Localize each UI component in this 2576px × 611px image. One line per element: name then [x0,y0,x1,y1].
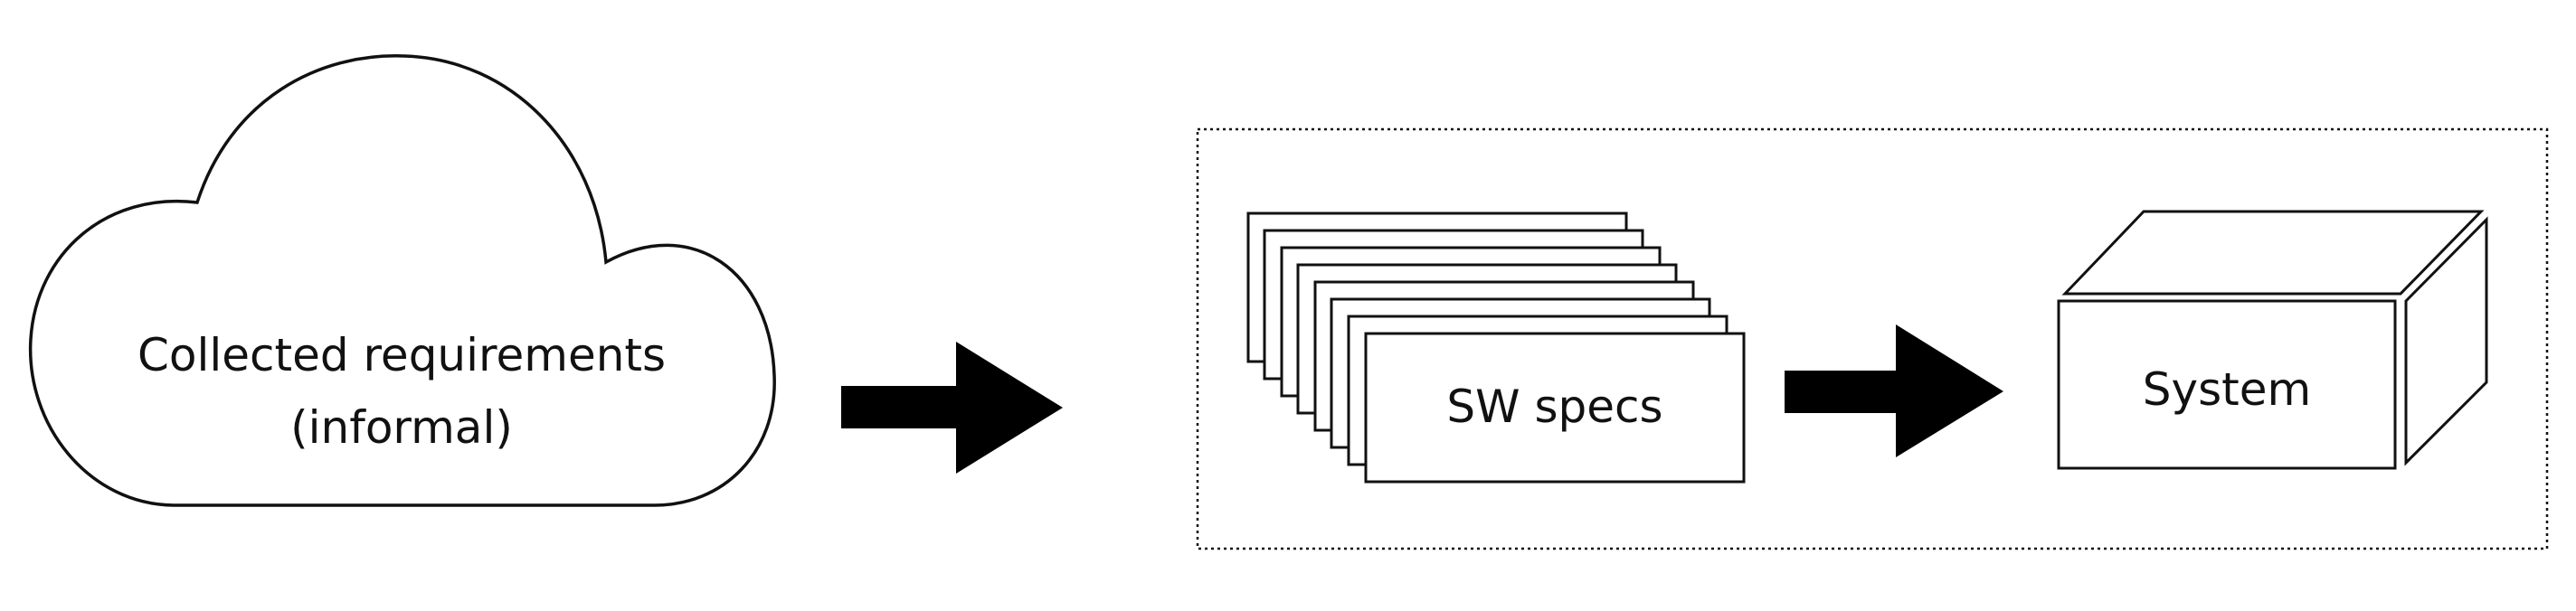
arrow-right-1 [841,342,1063,474]
sw-specs-label: SW specs [1446,381,1662,433]
system-box-front [2057,299,2397,470]
arrow-right-2 [1785,324,2003,457]
system-label: System [2143,363,2311,416]
system-box: System [2057,210,2488,470]
spec-sheet-front [1364,332,1746,484]
system-box-side [2404,216,2488,466]
requirements-cloud: Collected requirements (informal) [28,54,776,507]
cloud-text-line1: Collected requirements [137,329,666,381]
cloud-shape [28,54,776,507]
system-box-top [2061,210,2485,296]
sw-specs-stack: SW specs [1246,212,1746,484]
dotted-container [1196,127,2549,550]
cloud-text-line2: (informal) [290,401,513,454]
